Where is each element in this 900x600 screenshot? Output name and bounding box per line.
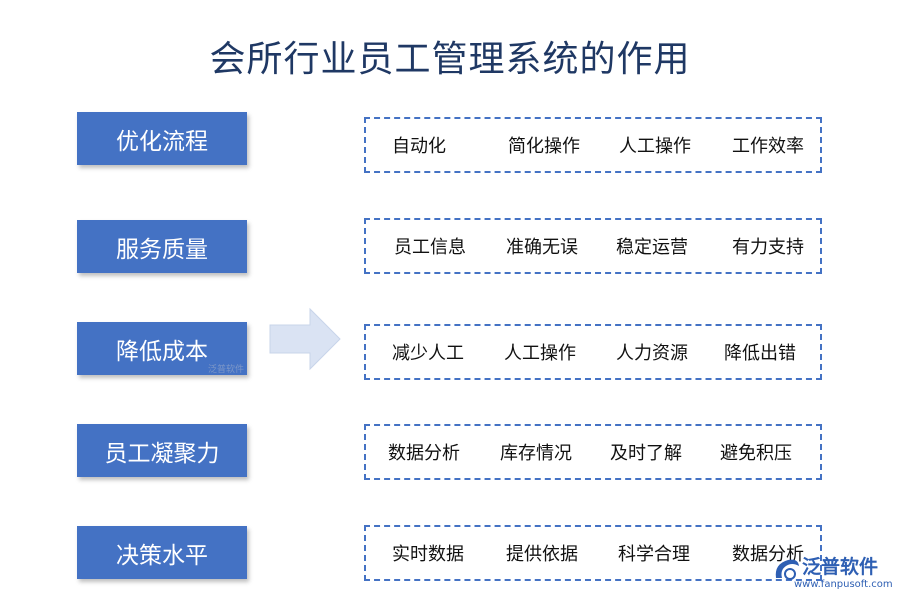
item-text: 简化操作 bbox=[508, 136, 580, 157]
item-text: 有力支持 bbox=[732, 237, 804, 258]
item-text: 人力资源 bbox=[616, 343, 688, 364]
item-text: 库存情况 bbox=[500, 443, 572, 464]
category-employee-cohesion: 员工凝聚力 bbox=[77, 424, 247, 477]
watermark-small: 泛普软件 bbox=[208, 365, 245, 375]
item-text: 降低出错 bbox=[724, 343, 796, 364]
item-text: 准确无误 bbox=[506, 237, 578, 258]
category-service-quality: 服务质量 bbox=[77, 220, 247, 273]
item-text: 减少人工 bbox=[392, 343, 464, 364]
items-box-decision-level: 实时数据 提供依据 科学合理 数据分析 bbox=[364, 525, 822, 581]
item-text: 实时数据 bbox=[392, 544, 464, 565]
category-decision-level: 决策水平 bbox=[77, 526, 247, 579]
items-box-optimize-process: 自动化 简化操作 人工操作 工作效率 bbox=[364, 117, 822, 173]
logo-name: 泛普软件 bbox=[802, 556, 879, 578]
item-text: 及时了解 bbox=[610, 443, 682, 464]
item-text: 数据分析 bbox=[732, 544, 804, 565]
item-text: 稳定运营 bbox=[616, 237, 688, 258]
right-arrow-icon bbox=[269, 307, 341, 371]
item-text: 数据分析 bbox=[388, 443, 460, 464]
logo-url: www.fanpusoft.com bbox=[794, 579, 893, 590]
logo-icon bbox=[775, 559, 799, 580]
items-box-reduce-cost: 减少人工 人工操作 人力资源 降低出错 bbox=[364, 324, 822, 380]
item-text: 提供依据 bbox=[506, 544, 578, 565]
category-optimize-process: 优化流程 bbox=[77, 112, 247, 165]
items-box-service-quality: 员工信息 准确无误 稳定运营 有力支持 bbox=[364, 218, 822, 274]
diagram-title: 会所行业员工管理系统的作用 bbox=[209, 39, 691, 80]
item-text: 避免积压 bbox=[720, 443, 792, 464]
brand-logo: 泛普软件 www.fanpusoft.com bbox=[772, 552, 898, 598]
item-text: 自动化 bbox=[392, 136, 446, 157]
category-reduce-cost: 降低成本 bbox=[77, 322, 247, 375]
item-text: 人工操作 bbox=[619, 136, 691, 157]
item-text: 人工操作 bbox=[504, 343, 576, 364]
item-text: 工作效率 bbox=[732, 136, 804, 157]
items-box-employee-cohesion: 数据分析 库存情况 及时了解 避免积压 bbox=[364, 424, 822, 480]
item-text: 员工信息 bbox=[394, 237, 466, 258]
item-text: 科学合理 bbox=[618, 544, 690, 565]
